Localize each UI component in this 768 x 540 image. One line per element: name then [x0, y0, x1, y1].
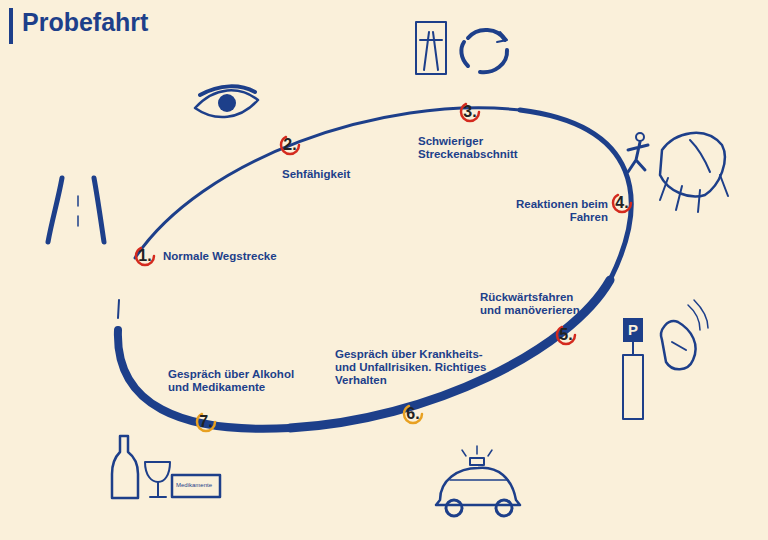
- station-label: Reaktionen beim Fahren: [500, 198, 608, 224]
- station-label: Gespräch über Alkohol und Medikamente: [168, 368, 308, 394]
- diagram-title: Probefahrt: [22, 8, 148, 37]
- station-label: Schwieriger Streckenabschnitt: [418, 135, 543, 161]
- callout-number: 4.: [611, 192, 633, 214]
- station-label: Medikamente: [176, 482, 220, 489]
- callout-number: 7.: [195, 411, 217, 433]
- station-label: Normale Wegstrecke: [163, 250, 303, 263]
- callout-number: 3.: [459, 101, 481, 123]
- station-label: P: [625, 321, 641, 339]
- station-label: Gespräch über Krankheits- und Unfallrisi…: [335, 348, 497, 387]
- callout-number: 6.: [402, 403, 424, 425]
- station-label: Sehfähigkeit: [282, 168, 392, 181]
- callout-number: 1.: [134, 245, 156, 267]
- station-label: Rückwärtsfahren und manöverieren: [480, 291, 580, 317]
- callout-number: 5.: [555, 324, 577, 346]
- callout-number: 2.: [279, 134, 301, 156]
